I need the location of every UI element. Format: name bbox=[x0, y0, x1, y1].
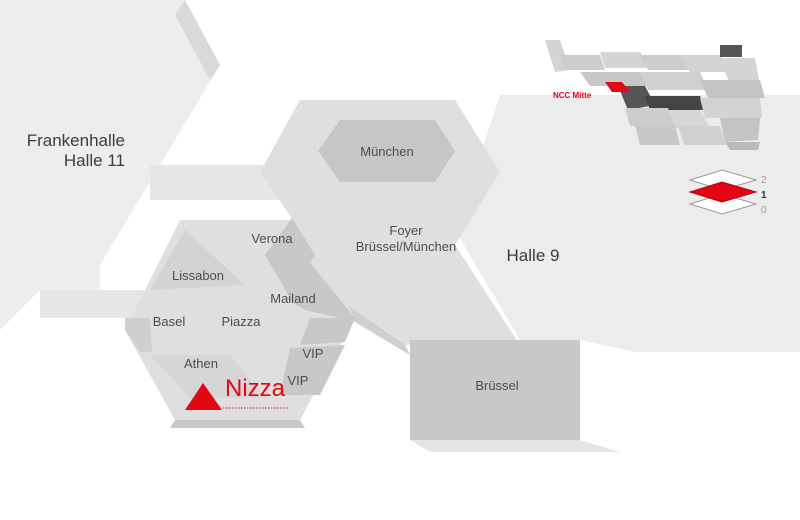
level-1-plane[interactable] bbox=[688, 181, 758, 203]
muenchen-label: München bbox=[360, 144, 413, 159]
nizza-triangle-marker bbox=[185, 383, 222, 410]
overview-nizza-marker bbox=[605, 82, 630, 92]
halle11-label: Halle 11 bbox=[64, 151, 125, 170]
level-selector[interactable] bbox=[688, 169, 758, 215]
basel-label: Basel bbox=[153, 314, 186, 329]
lissabon-label: Lissabon bbox=[172, 268, 224, 283]
west-hex-area[interactable] bbox=[125, 218, 355, 428]
halle9-label: Halle 9 bbox=[507, 246, 560, 265]
verona-label: Verona bbox=[251, 231, 293, 246]
foyer-area[interactable] bbox=[260, 100, 520, 355]
vip-lower-room[interactable] bbox=[280, 345, 345, 395]
level-1-label[interactable]: 1 bbox=[761, 190, 767, 201]
bruessel-room[interactable] bbox=[410, 340, 620, 452]
halle9-area[interactable] bbox=[455, 95, 800, 352]
piazza-label: Piazza bbox=[221, 314, 261, 329]
athen-label: Athen bbox=[184, 356, 218, 371]
verona-room[interactable] bbox=[265, 218, 315, 298]
frankenhalle-label: Frankenhalle bbox=[27, 131, 125, 150]
level-2-label[interactable]: 2 bbox=[761, 175, 767, 186]
lissabon-room[interactable] bbox=[150, 230, 245, 290]
foyer-label: Foyer bbox=[389, 223, 423, 238]
mailand-room[interactable] bbox=[288, 248, 355, 318]
nizza-highlight[interactable] bbox=[185, 383, 288, 410]
vip-upper-label: VIP bbox=[303, 346, 324, 361]
overview-minimap[interactable] bbox=[545, 40, 765, 150]
vip-lower-label: VIP bbox=[288, 373, 309, 388]
frankenhalle-area[interactable] bbox=[0, 0, 220, 330]
level-0-label[interactable]: 0 bbox=[761, 205, 767, 216]
vip-upper-room[interactable] bbox=[300, 318, 355, 345]
nizza-label[interactable]: Nizza bbox=[225, 375, 286, 402]
overview-label: NCC Mitte bbox=[553, 91, 592, 100]
muenchen-room[interactable] bbox=[318, 120, 455, 182]
foyer-label-line2: Brüssel/München bbox=[356, 239, 456, 254]
bruessel-label: Brüssel bbox=[475, 378, 518, 393]
mailand-label: Mailand bbox=[270, 291, 316, 306]
basel-room[interactable] bbox=[125, 318, 152, 352]
